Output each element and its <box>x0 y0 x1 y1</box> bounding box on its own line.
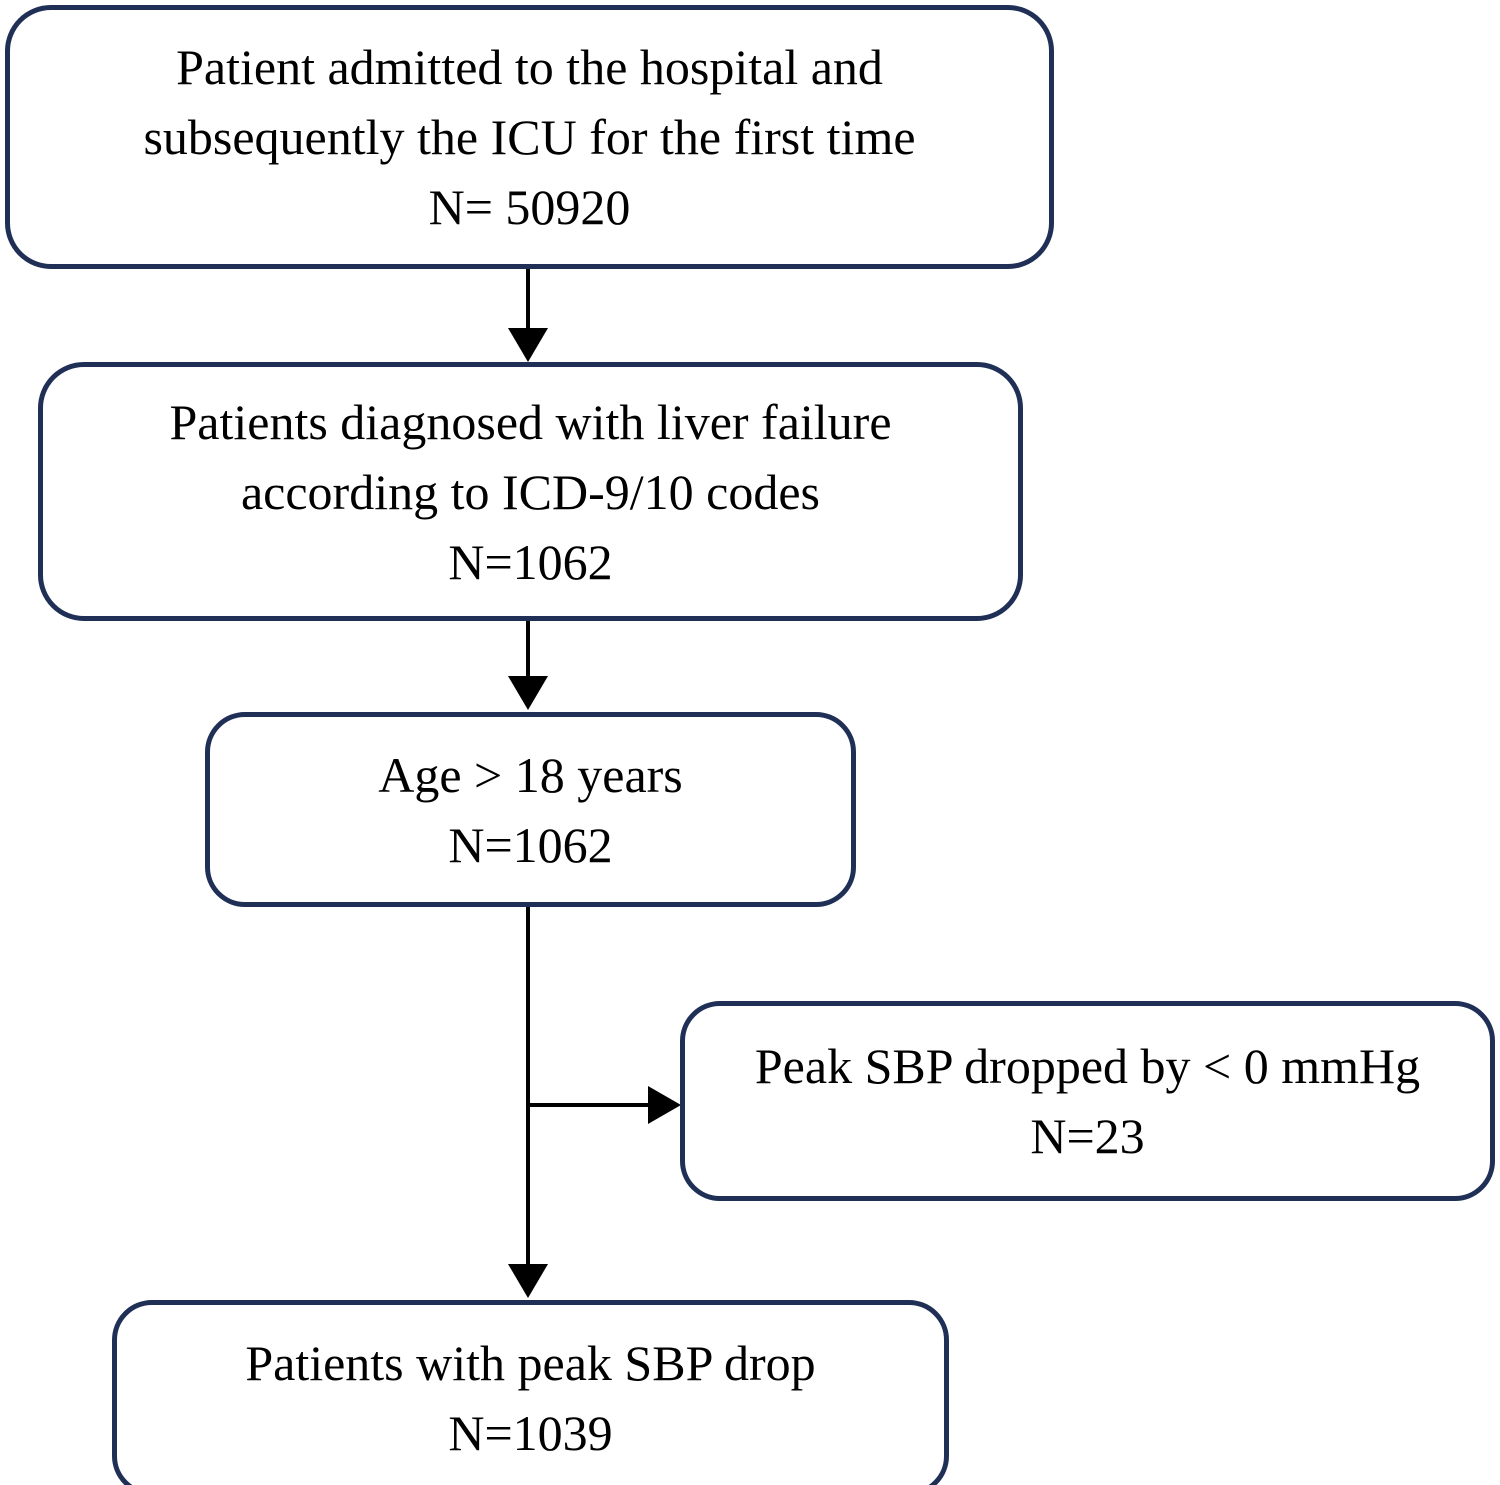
arrowhead-right-icon <box>648 1086 681 1124</box>
connector-age-to-final <box>526 907 530 1265</box>
flowchart-node-age: Age > 18 years N=1062 <box>205 712 856 907</box>
node-final-line1: Patients with peak SBP drop <box>245 1335 816 1391</box>
node-age-line1: Age > 18 years <box>378 746 683 803</box>
node-excluded-count: N=23 <box>1030 1108 1145 1164</box>
connector-admitted-to-liver-failure <box>526 269 530 331</box>
node-admitted-line1: Patient admitted to the hospital and <box>176 39 883 95</box>
arrowhead-down-icon <box>508 1264 548 1298</box>
node-admitted-line2: subsequently the ICU for the first time <box>143 109 916 165</box>
node-excluded-line1: Peak SBP dropped by < 0 mmHg <box>754 1038 1421 1094</box>
flowchart-node-final: Patients with peak SBP drop N=1039 <box>112 1300 949 1485</box>
node-liver-failure-line1: Patients diagnosed with liver failure <box>169 393 892 450</box>
connector-age-to-excluded <box>528 1103 650 1107</box>
connector-liver-failure-to-age <box>526 621 530 677</box>
node-age-count: N=1062 <box>448 816 613 873</box>
flowchart-node-liver-failure: Patients diagnosed with liver failure ac… <box>38 362 1023 621</box>
flowchart-node-admitted: Patient admitted to the hospital and sub… <box>5 5 1054 269</box>
arrowhead-down-icon <box>508 328 548 362</box>
node-liver-failure-count: N=1062 <box>448 533 613 590</box>
node-admitted-count: N= 50920 <box>428 179 631 235</box>
arrowhead-down-icon <box>508 676 548 710</box>
node-liver-failure-line2: according to ICD-9/10 codes <box>240 463 820 520</box>
flowchart-node-excluded: Peak SBP dropped by < 0 mmHg N=23 <box>680 1001 1495 1201</box>
node-final-count: N=1039 <box>448 1405 613 1461</box>
